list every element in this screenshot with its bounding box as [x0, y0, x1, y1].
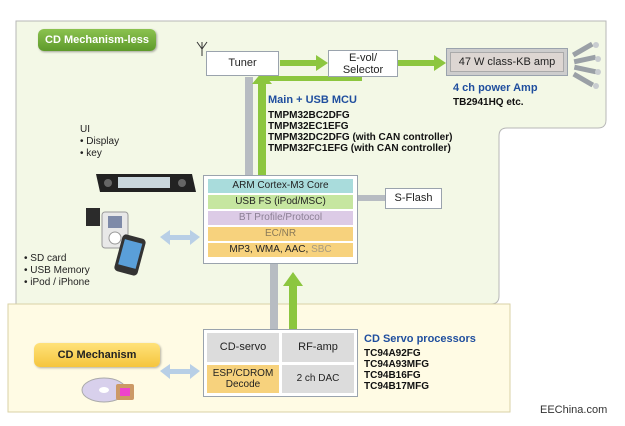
arrow-tuner-evol [280, 55, 328, 71]
bus-mcu-cd [270, 264, 278, 330]
esp-line2: Decode [225, 378, 261, 390]
rf-amp-cell: RF-amp [282, 333, 354, 362]
arrow-disc-cd [160, 364, 200, 379]
codec-row: MP3, WMA, AAC, SBC [208, 243, 353, 257]
servo-part: TC94B17MFG [364, 381, 430, 392]
cortex-core-row: ARM Cortex-M3 Core [208, 179, 353, 193]
mechless-region [15, 20, 607, 305]
evol-selector-block: E-vol/ Selector [328, 50, 398, 77]
cd-servo-block: CD-servo RF-amp ESP/CDROM Decode 2 ch DA… [203, 329, 358, 397]
media-devices-icon [86, 208, 146, 276]
ui-text: UI • Display • key [80, 124, 119, 160]
servo-part: TC94A93MFG [364, 359, 430, 370]
arrow-media-mcu [160, 230, 200, 245]
ec-nr-row: EC/NR [208, 227, 353, 241]
codec-dim: SBC [311, 244, 332, 255]
sflash-block: S-Flash [385, 188, 442, 209]
esp-line1: ESP/CDROM [212, 367, 274, 379]
ui-item: • Display [80, 136, 120, 147]
speaker-icons [571, 41, 601, 89]
servo-part-list: TC94A92FG TC94A93MFG TC94B16FG TC94B17MF… [364, 348, 429, 392]
cd-servo-cell: CD-servo [207, 333, 279, 362]
mcu-part: TMPM32EC1EFG [268, 121, 349, 132]
arrow-evol-amp [398, 55, 446, 71]
servo-title: CD Servo processors [364, 333, 476, 345]
amp-block: 47 W class-KB amp [446, 48, 568, 76]
watermark: EEChina.com [540, 404, 608, 416]
amp-part: TB2941HQ etc. [453, 97, 524, 108]
mcu-title: Main + USB MCU [268, 94, 357, 106]
mcu-part: TMPM32DC2DFG (with CAN controller) [268, 132, 453, 143]
media-item: • USB Memory [24, 265, 90, 276]
amp-label: 47 W class-KB amp [450, 52, 564, 72]
mcu-part: TMPM32FC1EFG (with CAN controller) [268, 143, 451, 154]
antenna-icon [196, 41, 208, 56]
media-text: • SD card • USB Memory • iPod / iPhone [24, 253, 90, 289]
bt-profile-row: BT Profile/Protocol [208, 211, 353, 225]
servo-part: TC94A92FG [364, 348, 421, 359]
amp-title: 4 ch power Amp [453, 82, 538, 94]
bus-mcu-sflash [357, 195, 385, 201]
servo-part: TC94B16FG [364, 370, 421, 381]
codec-main: MP3, WMA, AAC, [229, 244, 312, 255]
evol-line2: Selector [342, 64, 384, 76]
evol-line1: E-vol/ [348, 52, 378, 64]
ui-title: UI [80, 124, 90, 135]
media-item: • iPod / iPhone [24, 277, 90, 288]
esp-decode-cell: ESP/CDROM Decode [207, 364, 279, 393]
mcu-block: ARM Cortex-M3 Core USB FS (iPod/MSC) BT … [203, 175, 358, 264]
usb-fs-row: USB FS (iPod/MSC) [208, 195, 353, 209]
arrow-cd-mcu [283, 272, 303, 330]
dac-cell: 2 ch DAC [282, 364, 354, 393]
mcu-part-list: TMPM32BC2DFG TMPM32EC1EFG TMPM32DC2DFG (… [268, 110, 452, 154]
ui-item: • key [80, 148, 102, 159]
head-unit-icon [96, 174, 196, 192]
mech-label: CD Mechanism [34, 343, 160, 367]
tuner-block: Tuner [206, 51, 279, 76]
mechless-label: CD Mechanism-less [38, 29, 156, 51]
media-item: • SD card [24, 253, 67, 264]
mcu-part: TMPM32BC2DFG [268, 110, 350, 121]
cd-disc-icon [81, 377, 134, 403]
bus-tuner-mcu [245, 77, 253, 175]
